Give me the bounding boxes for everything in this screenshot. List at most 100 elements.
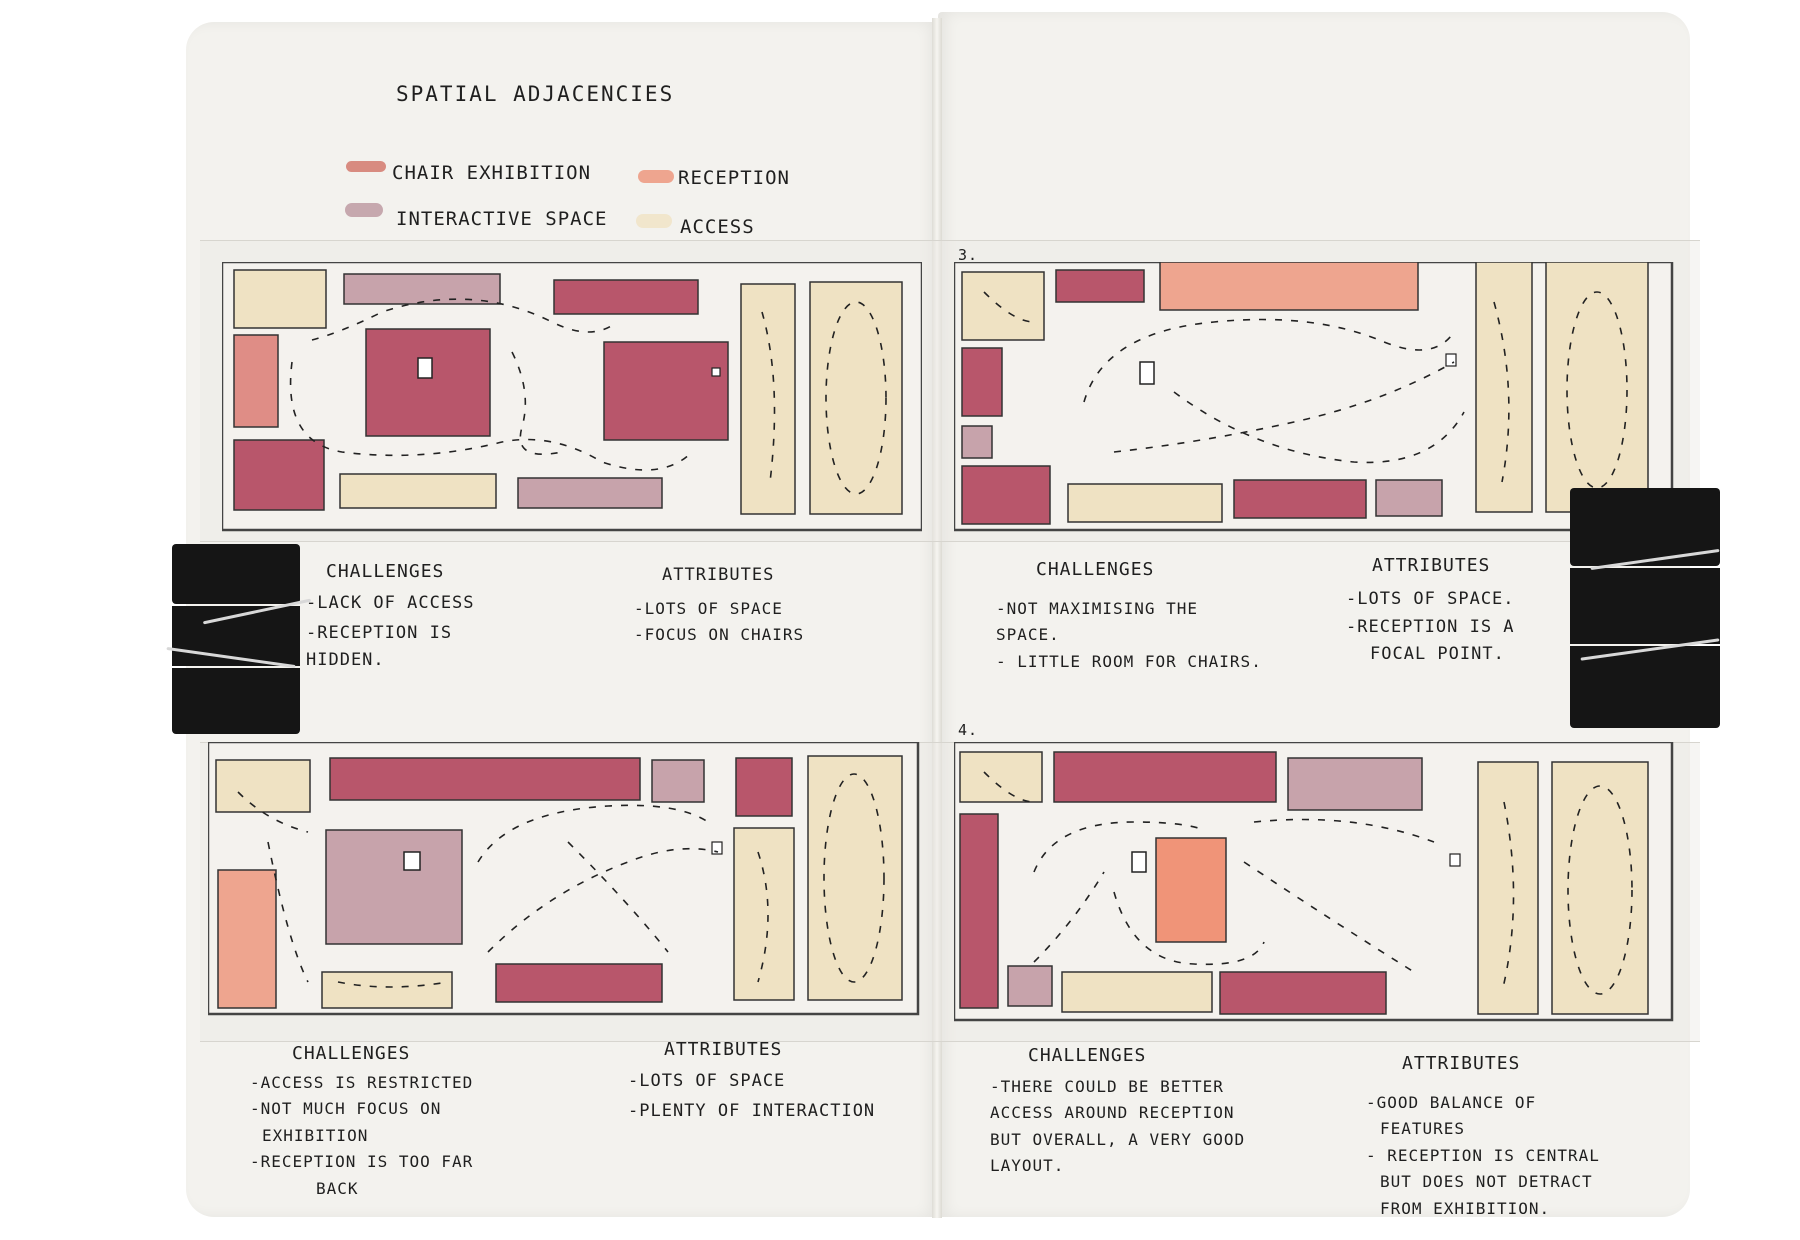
legend-label-access: ACCESS bbox=[680, 216, 755, 238]
plan1-challenges-list: -LACK OF ACCESS -RECEPTION IS HIDDEN. bbox=[306, 593, 475, 679]
legend-label-interactive-space: INTERACTIVE SPACE bbox=[396, 208, 608, 230]
plan3-attribute-3: FOCAL POINT. bbox=[1370, 644, 1505, 665]
plan2-challenges-list: -ACCESS IS RESTRICTED -NOT MUCH FOCUS ON… bbox=[250, 1073, 474, 1206]
plan4-interactive-top bbox=[1287, 757, 1423, 811]
floor-plan-3 bbox=[954, 262, 1674, 532]
plan4-challenges-list: -THERE COULD BE BETTER ACCESS AROUND REC… bbox=[990, 1077, 1246, 1184]
binder-clip-right bbox=[1570, 488, 1720, 728]
legend-label-reception: RECEPTION bbox=[678, 167, 790, 189]
plan2-chair-bottom bbox=[495, 963, 663, 1003]
plan3-access-right-b bbox=[1545, 262, 1649, 513]
plan2-access-bottom bbox=[321, 971, 453, 1009]
plan1-access-bottom bbox=[339, 473, 497, 509]
plan2-chair-top bbox=[329, 757, 641, 801]
plan-number-3: 3. bbox=[958, 246, 979, 264]
floor-plan-1 bbox=[222, 262, 922, 532]
plan1-chair-top bbox=[553, 279, 699, 315]
plan2-attributes-list: -LOTS OF SPACE -PLENTY OF INTERACTION bbox=[628, 1071, 876, 1129]
plan2-chair-top-right bbox=[735, 757, 793, 817]
plan2-challenge-5: BACK bbox=[316, 1178, 359, 1198]
plan1-interactive-bottom bbox=[517, 477, 663, 509]
plan4-attribute-1: -GOOD BALANCE OF bbox=[1366, 1093, 1537, 1112]
plan4-challenge-4: LAYOUT. bbox=[990, 1156, 1065, 1176]
legend-swatch-chair-exhibition bbox=[346, 161, 386, 172]
plan4-reception-center bbox=[1155, 837, 1227, 943]
plan3-attributes-heading: ATTRIBUTES bbox=[1372, 555, 1491, 576]
plan1-reception-left bbox=[233, 334, 279, 428]
plan1-challenges-heading: CHALLENGES bbox=[326, 561, 445, 582]
plan1-access-topleft bbox=[233, 269, 327, 329]
legend-swatch-interactive-space bbox=[345, 203, 383, 217]
plan4-access-right-b bbox=[1551, 761, 1649, 1015]
plan2-attributes-heading: ATTRIBUTES bbox=[664, 1039, 783, 1060]
plan2-access-right-b bbox=[807, 755, 903, 1001]
plan1-challenge-1: -LACK OF ACCESS bbox=[306, 593, 475, 613]
plan1-challenge-3: HIDDEN. bbox=[306, 650, 385, 671]
plan3-challenges-list: -NOT MAXIMISING THE SPACE. - LITTLE ROOM… bbox=[996, 599, 1262, 679]
plan1-access-right-b bbox=[809, 281, 903, 515]
plan-number-4: 4. bbox=[958, 721, 979, 739]
plan4-attribute-5: FROM EXHIBITION. bbox=[1380, 1198, 1551, 1218]
plan3-access-topleft bbox=[961, 271, 1045, 341]
plan1-interactive-top bbox=[343, 273, 501, 305]
plan3-challenge-3: - LITTLE ROOM FOR CHAIRS. bbox=[996, 651, 1262, 671]
plan2-interactive-center bbox=[325, 829, 463, 945]
plan3-attribute-2: -RECEPTION IS A bbox=[1346, 616, 1515, 637]
plan3-chair-top bbox=[1055, 269, 1145, 303]
plan4-challenge-1: -THERE COULD BE BETTER bbox=[990, 1077, 1224, 1096]
plan3-interactive-left bbox=[961, 425, 993, 459]
plan3-reception-top bbox=[1159, 262, 1419, 311]
plan4-access-bottom bbox=[1061, 971, 1213, 1013]
plan4-challenge-2: ACCESS AROUND RECEPTION bbox=[990, 1103, 1235, 1123]
page-title: SPATIAL ADJACENCIES bbox=[396, 82, 675, 106]
plan3-challenge-1: -NOT MAXIMISING THE bbox=[996, 599, 1199, 618]
plan2-challenge-4: -RECEPTION IS TOO FAR bbox=[250, 1152, 474, 1172]
plan2-attribute-2: -PLENTY OF INTERACTION bbox=[628, 1100, 876, 1121]
plan4-access-right-a bbox=[1477, 761, 1539, 1015]
plan2-challenge-3: EXHIBITION bbox=[262, 1125, 369, 1145]
plan3-challenge-2: SPACE. bbox=[996, 625, 1060, 645]
floor-plan-4 bbox=[954, 742, 1674, 1022]
legend-swatch-access bbox=[636, 214, 672, 228]
plan1-chair-left-bottom bbox=[233, 439, 325, 511]
plan4-interactive-bottom-left bbox=[1007, 965, 1053, 1007]
legend-swatch-reception bbox=[638, 170, 674, 183]
plan3-attributes-list: -LOTS OF SPACE. -RECEPTION IS A FOCAL PO… bbox=[1346, 589, 1515, 673]
plan4-chair-top bbox=[1053, 751, 1277, 803]
plan4-attributes-list: -GOOD BALANCE OF FEATURES - RECEPTION IS… bbox=[1366, 1093, 1600, 1226]
plan2-challenge-1: -ACCESS IS RESTRICTED bbox=[250, 1073, 474, 1092]
binder-clip-left bbox=[166, 544, 312, 734]
plan2-interactive-top bbox=[651, 759, 705, 803]
plan3-interactive-bottom bbox=[1375, 479, 1443, 517]
plan2-challenges-heading: CHALLENGES bbox=[292, 1043, 411, 1064]
plan1-chair-center-right bbox=[603, 341, 729, 441]
plan4-attribute-2: FEATURES bbox=[1380, 1119, 1466, 1139]
left-page bbox=[186, 22, 938, 1217]
plan1-chair-center-left bbox=[365, 328, 491, 437]
plan3-challenges-heading: CHALLENGES bbox=[1036, 559, 1155, 580]
plan4-attribute-3: - RECEPTION IS CENTRAL bbox=[1366, 1145, 1600, 1165]
plan3-chair-left-bottom bbox=[961, 465, 1051, 525]
plan2-reception-left bbox=[217, 869, 277, 1009]
plan4-challenges-heading: CHALLENGES bbox=[1028, 1045, 1147, 1066]
legend-label-chair-exhibition: CHAIR EXHIBITION bbox=[392, 162, 592, 184]
plan4-chair-bottom bbox=[1219, 971, 1387, 1015]
plan2-access-topleft bbox=[215, 759, 311, 813]
plan4-access-topleft bbox=[959, 751, 1043, 803]
plan1-attribute-2: -FOCUS ON CHAIRS bbox=[634, 625, 805, 645]
plan1-attributes-list: -LOTS OF SPACE -FOCUS ON CHAIRS bbox=[634, 599, 805, 653]
book-gutter bbox=[932, 18, 942, 1218]
plan3-attribute-1: -LOTS OF SPACE. bbox=[1346, 589, 1515, 609]
plan3-access-bottom bbox=[1067, 483, 1223, 523]
plan3-chair-bottom bbox=[1233, 479, 1367, 519]
plan2-attribute-1: -LOTS OF SPACE bbox=[628, 1071, 786, 1091]
plan1-attribute-1: -LOTS OF SPACE bbox=[634, 599, 783, 618]
plan3-access-right-a bbox=[1475, 262, 1533, 513]
plan4-attribute-4: BUT DOES NOT DETRACT bbox=[1380, 1172, 1593, 1192]
plan1-attributes-heading: ATTRIBUTES bbox=[662, 565, 775, 585]
plan4-challenge-3: BUT OVERALL, A VERY GOOD bbox=[990, 1129, 1246, 1149]
plan1-access-right-a bbox=[740, 283, 796, 515]
plan2-access-right-a bbox=[733, 827, 795, 1001]
plan1-challenge-2: -RECEPTION IS bbox=[306, 622, 453, 643]
